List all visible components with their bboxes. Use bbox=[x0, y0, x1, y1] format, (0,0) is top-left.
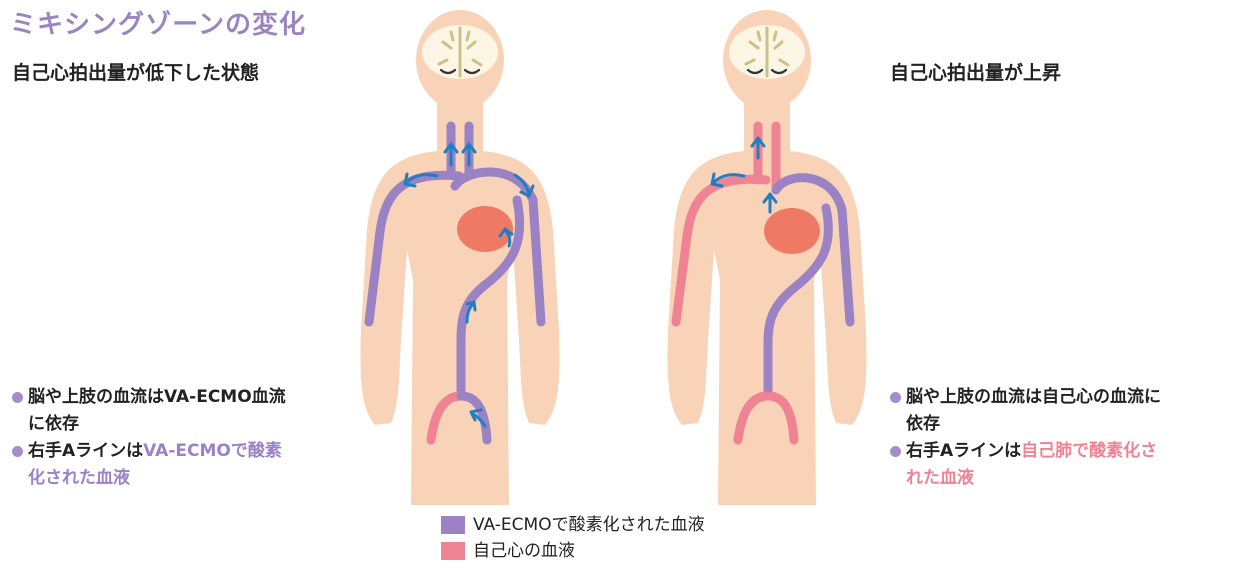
bullet-icon bbox=[12, 392, 23, 403]
body-silhouette bbox=[360, 10, 560, 505]
bullet-icon bbox=[890, 446, 901, 457]
brain-icon bbox=[729, 25, 805, 79]
note-item: 脳や上肢の血流はVA-ECMO血流 に依存 bbox=[12, 384, 352, 438]
right-body-figure bbox=[667, 10, 867, 505]
heart-icon bbox=[457, 206, 513, 252]
note-item: 右手AラインはVA-ECMOで酸素 化された血液 bbox=[12, 438, 352, 492]
note-item: 右手Aラインは自己肺で酸素化さ れた血液 bbox=[890, 438, 1230, 492]
vessel-iliac-right bbox=[456, 391, 492, 445]
legend: VA-ECMOで酸素化された血液 自己心の血液 bbox=[441, 512, 705, 564]
vessel-aortic-arch bbox=[450, 167, 546, 327]
flow-arrow-icons bbox=[710, 136, 778, 214]
closed-eyes-icon bbox=[439, 68, 481, 75]
legend-item: 自己心の血液 bbox=[441, 538, 705, 564]
heart-icon bbox=[764, 208, 820, 254]
vessel-right-arm bbox=[671, 174, 771, 327]
body-silhouette bbox=[667, 10, 867, 505]
left-body-figure bbox=[360, 10, 560, 505]
right-subtitle: 自己心拍出量が上昇 bbox=[890, 62, 1062, 84]
closed-eyes-icon bbox=[746, 68, 788, 75]
vessel-iliac-right bbox=[763, 391, 799, 445]
note-item: 脳や上肢の血流は自己心の血流に 依存 bbox=[890, 384, 1230, 438]
legend-swatch bbox=[441, 542, 465, 560]
right-notes: 脳や上肢の血流は自己心の血流に 依存 右手Aラインは自己肺で酸素化さ れた血液 bbox=[890, 384, 1230, 492]
bullet-icon bbox=[890, 392, 901, 403]
vessel-aorta bbox=[456, 195, 525, 401]
page-title: ミキシングゾーンの変化 bbox=[10, 10, 306, 40]
legend-swatch bbox=[441, 516, 465, 534]
brain-icon bbox=[422, 25, 498, 79]
left-subtitle: 自己心拍出量が低下した状態 bbox=[12, 62, 260, 84]
bullet-icon bbox=[12, 446, 23, 457]
vessel-aortic-arch bbox=[771, 173, 855, 327]
flow-arrow-icons bbox=[403, 142, 535, 428]
left-notes: 脳や上肢の血流はVA-ECMO血流 に依存 右手AラインはVA-ECMOで酸素 … bbox=[12, 384, 352, 492]
legend-item: VA-ECMOで酸素化された血液 bbox=[441, 512, 705, 538]
vessel-aorta bbox=[763, 203, 833, 401]
